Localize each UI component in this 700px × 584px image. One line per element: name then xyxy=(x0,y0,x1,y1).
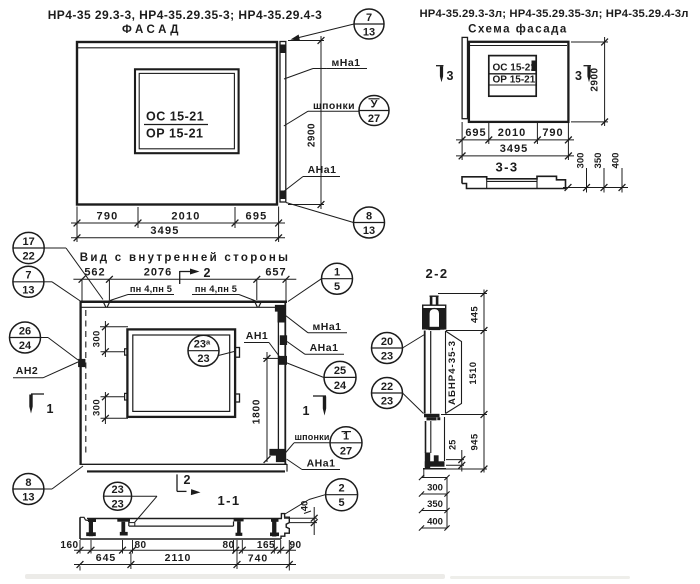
svg-text:645: 645 xyxy=(96,552,117,564)
svg-text:1: 1 xyxy=(343,431,349,443)
svg-text:165: 165 xyxy=(257,540,275,551)
svg-text:ФАСАД: ФАСАД xyxy=(122,24,182,36)
svg-text:ОР 15-21: ОР 15-21 xyxy=(493,74,536,85)
svg-text:300: 300 xyxy=(576,153,587,169)
svg-text:пн 4,пн 5: пн 4,пн 5 xyxy=(195,284,237,294)
svg-text:АНа1: АНа1 xyxy=(307,458,336,470)
svg-text:У: У xyxy=(371,98,378,110)
svg-text:22: 22 xyxy=(22,251,34,263)
svg-text:АНа1: АНа1 xyxy=(310,342,339,354)
svg-text:2: 2 xyxy=(339,483,345,495)
svg-text:3: 3 xyxy=(575,69,582,83)
svg-text:НР4-35 29.3-3, НР4-35.29.35-3;: НР4-35 29.3-3, НР4-35.29.35-3; НР4-35.29… xyxy=(48,8,323,22)
svg-text:1: 1 xyxy=(47,402,54,416)
svg-text:АНа1: АНа1 xyxy=(308,164,337,176)
svg-text:400: 400 xyxy=(427,517,443,528)
svg-text:2110: 2110 xyxy=(165,552,192,564)
svg-text:мНа1: мНа1 xyxy=(312,321,341,333)
svg-text:1510: 1510 xyxy=(468,361,479,384)
svg-text:7: 7 xyxy=(366,12,372,24)
svg-text:2: 2 xyxy=(204,266,211,280)
svg-text:300: 300 xyxy=(92,330,103,347)
svg-text:2010: 2010 xyxy=(498,127,526,139)
svg-text:АБНР4-35-3: АБНР4-35-3 xyxy=(447,340,458,405)
svg-text:5: 5 xyxy=(334,281,340,293)
svg-text:790: 790 xyxy=(542,127,563,139)
svg-text:300: 300 xyxy=(92,399,103,416)
svg-text:8: 8 xyxy=(25,477,31,489)
svg-text:2-2: 2-2 xyxy=(426,266,449,281)
svg-text:13: 13 xyxy=(22,284,34,296)
svg-text:3-3: 3-3 xyxy=(496,160,519,175)
svg-text:мНа1: мНа1 xyxy=(331,57,360,69)
svg-text:300: 300 xyxy=(427,483,443,494)
svg-text:23: 23 xyxy=(381,396,393,408)
svg-text:АН1: АН1 xyxy=(246,330,269,342)
svg-text:3: 3 xyxy=(447,69,454,83)
svg-text:80: 80 xyxy=(222,540,234,551)
svg-text:23: 23 xyxy=(197,353,209,365)
svg-text:562: 562 xyxy=(84,267,105,279)
svg-text:1: 1 xyxy=(334,267,340,279)
svg-text:20: 20 xyxy=(381,336,393,348)
svg-text:350: 350 xyxy=(593,153,604,169)
svg-text:2900: 2900 xyxy=(307,123,318,147)
svg-text:400: 400 xyxy=(611,153,622,169)
svg-text:2010: 2010 xyxy=(171,211,200,223)
svg-text:1: 1 xyxy=(303,404,310,418)
svg-text:1800: 1800 xyxy=(252,399,263,424)
svg-text:1-1: 1-1 xyxy=(218,493,241,508)
svg-text:80: 80 xyxy=(134,540,146,551)
svg-text:8: 8 xyxy=(366,210,372,222)
svg-text:445: 445 xyxy=(470,306,481,323)
svg-text:695: 695 xyxy=(465,127,486,139)
svg-text:90: 90 xyxy=(289,540,301,551)
svg-text:13: 13 xyxy=(22,492,34,504)
svg-text:5: 5 xyxy=(339,497,345,509)
svg-text:АН2: АН2 xyxy=(16,365,39,377)
svg-text:шпонки: шпонки xyxy=(294,432,329,442)
svg-text:740: 740 xyxy=(248,553,269,565)
svg-text:24: 24 xyxy=(334,380,347,392)
svg-text:350: 350 xyxy=(427,499,443,510)
svg-text:40: 40 xyxy=(299,501,310,512)
svg-text:17: 17 xyxy=(22,236,34,248)
svg-text:27: 27 xyxy=(340,445,352,457)
svg-text:шпонки: шпонки xyxy=(313,100,355,112)
svg-text:7: 7 xyxy=(25,270,31,282)
svg-text:пн 4,пн 5: пн 4,пн 5 xyxy=(130,284,172,294)
svg-text:22: 22 xyxy=(381,381,393,393)
svg-text:13: 13 xyxy=(363,225,375,237)
svg-text:657: 657 xyxy=(265,267,286,279)
svg-text:НР4-35.29.3-3л; НР4-35.29.35-3: НР4-35.29.3-3л; НР4-35.29.35-3л; НР4-35.… xyxy=(419,8,688,20)
svg-text:3495: 3495 xyxy=(500,143,528,155)
svg-text:945: 945 xyxy=(470,433,481,450)
svg-text:26: 26 xyxy=(19,325,31,337)
svg-text:2: 2 xyxy=(184,473,191,487)
svg-text:23: 23 xyxy=(381,351,393,363)
svg-text:790: 790 xyxy=(97,211,119,223)
svg-text:23: 23 xyxy=(111,499,123,511)
svg-text:160: 160 xyxy=(60,540,78,551)
svg-text:27: 27 xyxy=(368,113,380,125)
svg-text:3495: 3495 xyxy=(150,225,179,237)
svg-text:25: 25 xyxy=(334,365,346,377)
svg-text:23: 23 xyxy=(111,484,123,496)
svg-text:ОР 15-21: ОР 15-21 xyxy=(146,127,204,141)
svg-text:695: 695 xyxy=(246,211,268,223)
svg-text:Вид с внутренней стороны: Вид с внутренней стороны xyxy=(80,252,291,264)
svg-text:2076: 2076 xyxy=(144,267,172,279)
svg-text:24: 24 xyxy=(19,340,32,352)
svg-text:Схема фасада: Схема фасада xyxy=(468,24,568,36)
svg-text:ОС 15-21: ОС 15-21 xyxy=(493,62,537,73)
svg-text:2900: 2900 xyxy=(590,67,601,91)
svg-text:ОС 15-21: ОС 15-21 xyxy=(146,110,204,124)
svg-text:25: 25 xyxy=(448,440,458,450)
svg-text:13: 13 xyxy=(363,27,375,39)
